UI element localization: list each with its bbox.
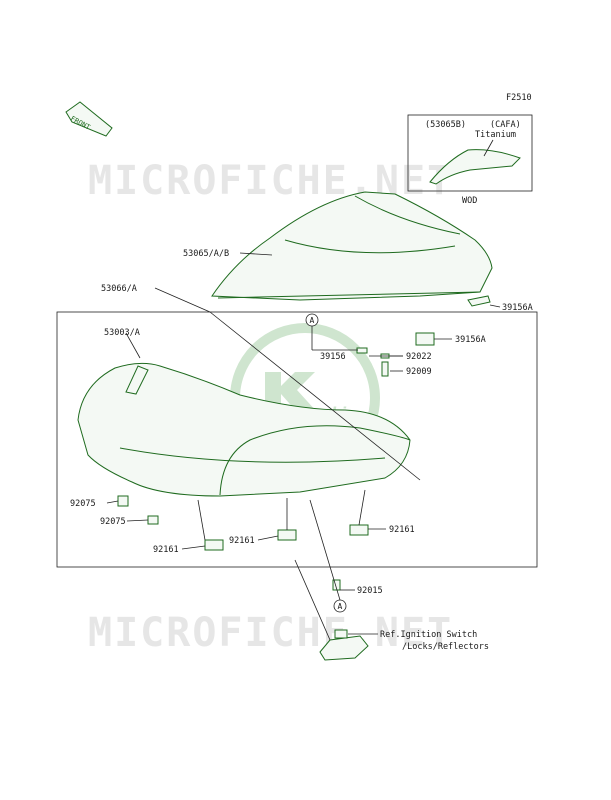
inset-variant: (CAFA) xyxy=(490,120,521,130)
label-53065: 53065/A/B xyxy=(183,249,229,259)
inset-box: (53065B) (CAFA) Titanium WOD xyxy=(407,114,533,206)
label-53066: 53066/A xyxy=(101,284,137,294)
pad-39156a-top xyxy=(467,295,491,307)
label-92009: 92009 xyxy=(406,367,432,377)
reference-marker-a-bottom: A xyxy=(333,599,347,613)
damper-92075-a xyxy=(117,495,129,507)
watermark-bottom: MICROFICHE.NET xyxy=(88,610,453,656)
damper-92075-b xyxy=(147,515,159,525)
svg-text:A: A xyxy=(338,602,343,611)
hook-92161-mid xyxy=(277,529,297,541)
collar-92015 xyxy=(332,579,341,591)
bolt-92009 xyxy=(381,361,389,377)
seat-cover xyxy=(211,191,493,301)
front-arrow-icon: FRONT xyxy=(65,101,113,137)
label-92015: 92015 xyxy=(357,586,383,596)
pad-39156a-bottom xyxy=(415,332,435,346)
label-39156: 39156 xyxy=(320,352,346,362)
hook-92161-left xyxy=(204,539,224,551)
inset-code: (53065B) xyxy=(425,120,466,130)
hook-92161-right xyxy=(349,524,369,536)
ref-note-line1: Ref.Ignition Switch xyxy=(380,630,477,640)
figure-code: F2510 xyxy=(506,93,532,103)
label-39156a-top: 39156A xyxy=(502,303,533,313)
label-92161-right: 92161 xyxy=(389,525,415,535)
ref-note-line2: /Locks/Reflectors xyxy=(402,642,489,652)
label-92161-left: 92161 xyxy=(153,545,179,555)
reference-marker-a-top: A xyxy=(305,313,319,327)
label-92075-b: 92075 xyxy=(100,517,126,527)
seat xyxy=(77,362,411,497)
clip-39156 xyxy=(356,347,368,354)
inset-caption: WOD xyxy=(462,196,477,206)
svg-text:A: A xyxy=(310,316,315,325)
label-92161-mid: 92161 xyxy=(229,536,255,546)
inset-material: Titanium xyxy=(475,130,516,140)
seat-assy-box xyxy=(56,311,538,568)
leader-lines xyxy=(106,252,501,641)
label-53003: 53003/A xyxy=(104,328,140,338)
label-92075-a: 92075 xyxy=(70,499,96,509)
label-39156a-bottom: 39156A xyxy=(455,335,486,345)
label-92022: 92022 xyxy=(406,352,432,362)
